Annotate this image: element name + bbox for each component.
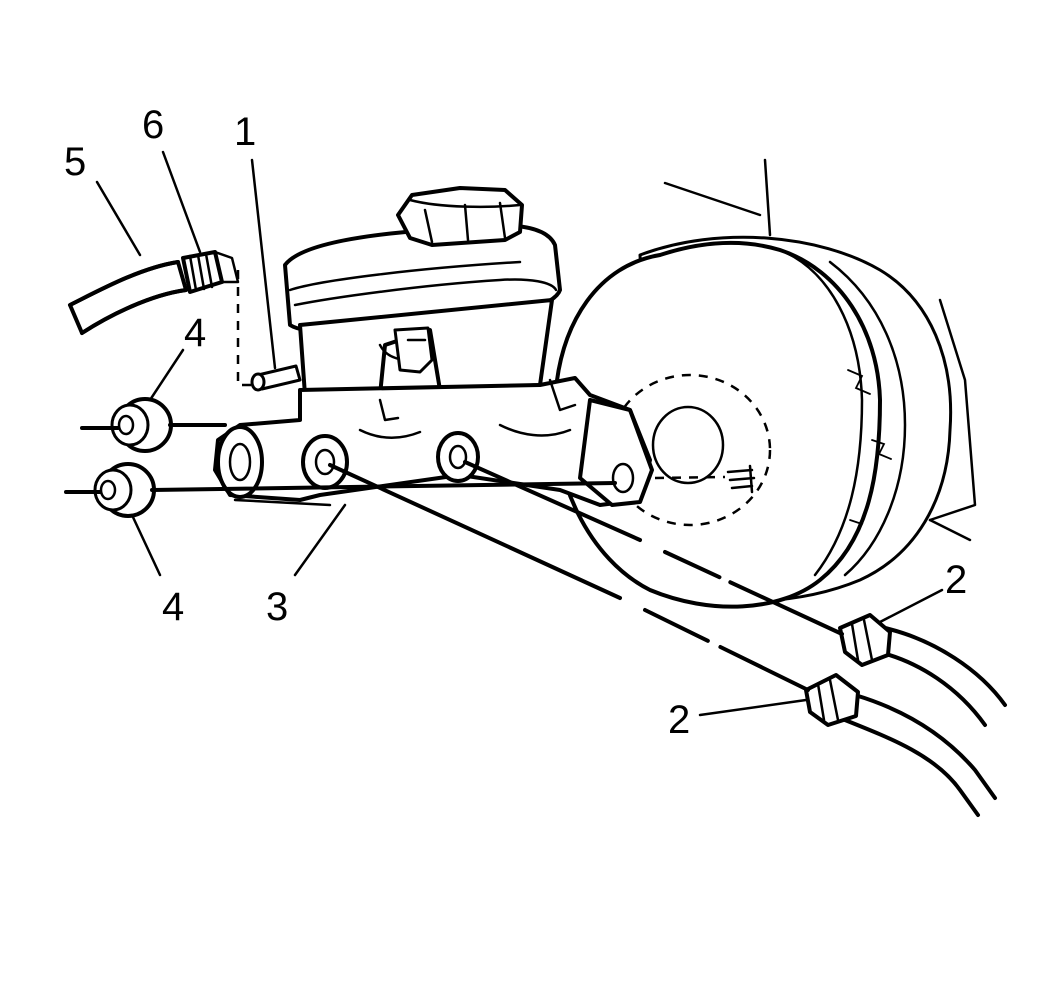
mounting-nut-lower <box>93 462 156 518</box>
callout-5: 5 <box>64 140 86 184</box>
leader-2-lower <box>698 698 808 717</box>
callout-4-upper: 4 <box>184 311 206 355</box>
pin <box>250 364 302 392</box>
callout-4-lower: 4 <box>162 585 184 629</box>
callout-2-lower: 2 <box>668 698 690 742</box>
leader-1 <box>250 158 277 370</box>
firewall-panel <box>663 158 977 542</box>
brake-line-upper <box>838 613 1007 727</box>
hose-clamp <box>181 250 240 294</box>
leader-5 <box>95 180 142 257</box>
mounting-nut-upper <box>110 397 173 453</box>
reservoir-cap-icon <box>396 186 524 247</box>
brake-line-upper-leader <box>463 460 642 542</box>
leader-4-upper <box>148 348 185 402</box>
leader-2-upper <box>878 588 944 624</box>
brake-booster <box>552 235 953 609</box>
callout-1: 1 <box>234 110 256 154</box>
booster-stud <box>726 464 756 494</box>
leader-4-lower <box>130 513 162 577</box>
leader-3 <box>293 503 347 577</box>
callout-2-upper: 2 <box>945 558 967 602</box>
brake-line-lower <box>804 673 997 817</box>
leader-6 <box>161 150 202 254</box>
flange-to-stud-dash <box>654 475 726 480</box>
callout-6: 6 <box>142 103 164 147</box>
callout-3: 3 <box>266 585 288 629</box>
vacuum-hose <box>68 260 188 335</box>
brake-line-lower-leader <box>328 463 622 600</box>
brake-fluid-reservoir <box>283 186 562 397</box>
clamp-leader-dash <box>236 270 256 387</box>
nut-lower-to-stud <box>150 481 617 492</box>
